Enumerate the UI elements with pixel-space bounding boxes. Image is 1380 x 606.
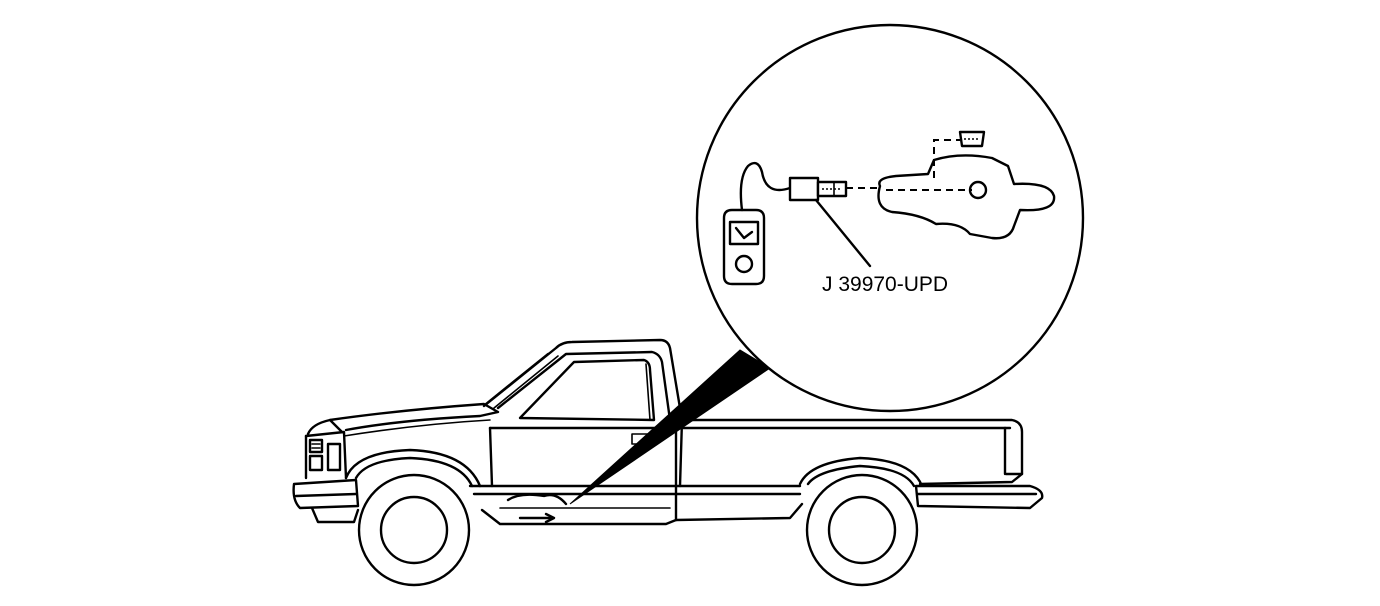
rear-wheel	[805, 473, 919, 587]
tool-label: J 39970-UPD	[822, 273, 948, 296]
valve-cap-icon	[933, 130, 986, 178]
label-leader-line	[814, 198, 872, 268]
detail-magnifier: J 39970-UPD	[695, 23, 1085, 413]
truck-bed	[678, 418, 1044, 510]
truck-cab	[468, 338, 804, 526]
truck-front	[292, 402, 500, 524]
pressure-gauge-icon	[722, 161, 792, 286]
callout-pointer	[569, 349, 771, 505]
front-wheel	[357, 473, 471, 587]
valve-body	[877, 154, 1056, 240]
pickup-truck	[292, 338, 1044, 587]
tool-adapter	[788, 176, 848, 202]
